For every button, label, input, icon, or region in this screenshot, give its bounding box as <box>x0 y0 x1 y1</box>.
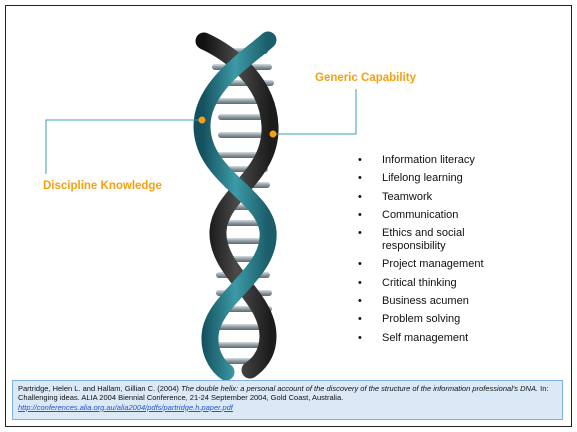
list-item: Critical thinking <box>358 277 568 290</box>
helix-strand-dark <box>195 32 279 379</box>
citation-authors: Partridge, Helen L. and Hallam, Gillian … <box>18 384 181 393</box>
discipline-knowledge-connector <box>45 119 202 174</box>
generic-capability-dot <box>269 130 277 138</box>
helix-strand-teal <box>193 31 277 381</box>
citation-title: The double helix: a personal account of … <box>181 384 539 393</box>
citation-link[interactable]: http://conferences.alia.org.au/alia2004/… <box>18 402 233 412</box>
generic-capability-label: Generic Capability <box>315 72 416 84</box>
list-item: Self management <box>358 332 568 345</box>
list-item: Ethics and social responsibility <box>358 227 500 253</box>
helix-rung <box>218 132 270 138</box>
slide: Generic Capability Discipline Knowledge … <box>5 5 572 427</box>
list-item: Business acumen <box>358 295 568 308</box>
discipline-knowledge-label: Discipline Knowledge <box>43 180 162 192</box>
helix-rung <box>212 324 272 330</box>
list-item: Information literacy <box>358 154 568 167</box>
capability-list: Information literacy Lifelong learning T… <box>358 154 568 350</box>
list-item: Lifelong learning <box>358 172 568 185</box>
helix-rung <box>224 238 266 244</box>
citation-venue: In: Challenging ideas. ALIA 2004 Biennia… <box>18 384 549 403</box>
list-item: Communication <box>358 209 568 222</box>
helix-rung <box>226 220 264 226</box>
discipline-knowledge-dot <box>198 116 206 124</box>
list-item: Project management <box>358 258 568 271</box>
list-item: Problem solving <box>358 313 568 326</box>
citation-box: Partridge, Helen L. and Hallam, Gillian … <box>12 380 563 420</box>
dna-helix-diagram <box>45 31 357 381</box>
generic-capability-connector <box>273 89 357 135</box>
list-item: Teamwork <box>358 191 568 204</box>
helix-rung <box>216 342 266 348</box>
helix-rung <box>218 114 268 120</box>
